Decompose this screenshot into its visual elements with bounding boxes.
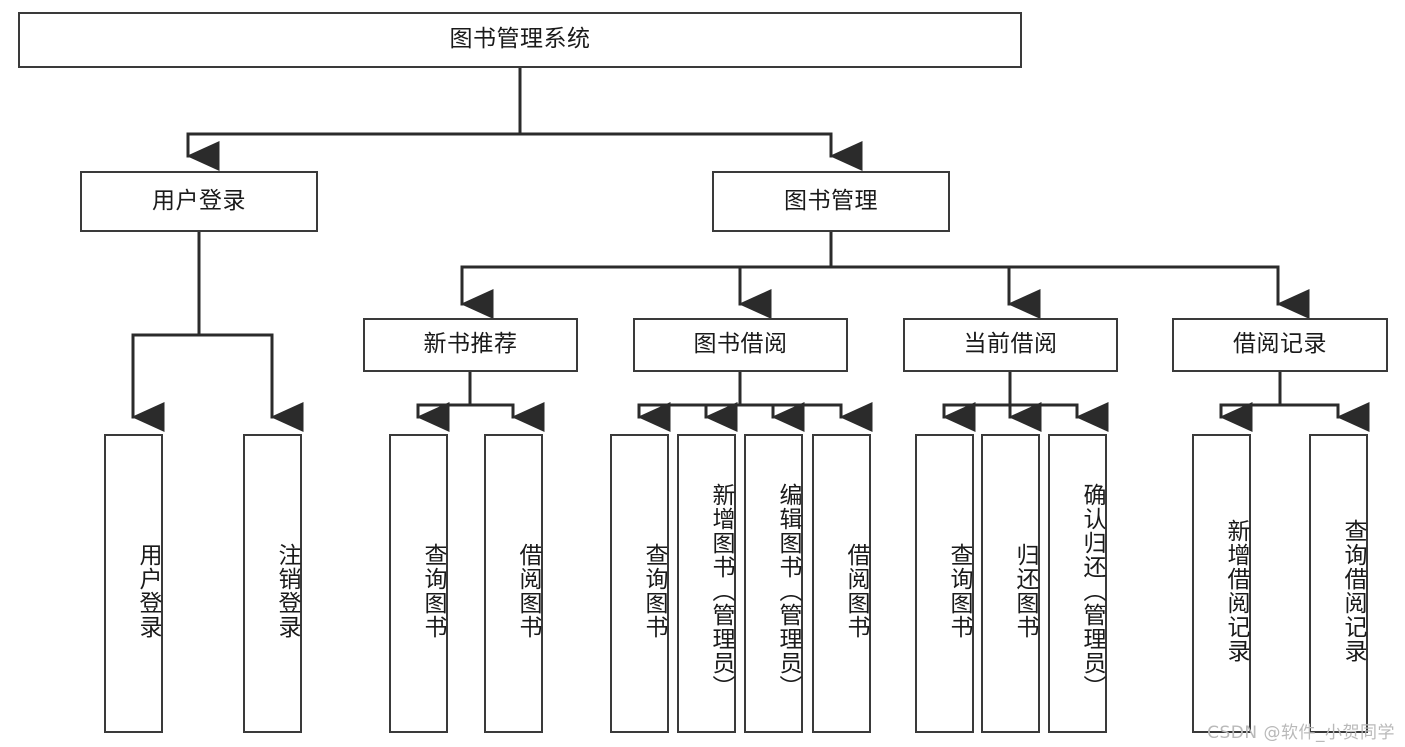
node-book-manage-label: 图书管理: [784, 187, 878, 214]
node-leaf-add-record-label: 新增借阅记录: [1223, 518, 1249, 663]
node-leaf-return-book[interactable]: 归还图书: [981, 434, 1040, 733]
node-leaf-user-login-label: 用户登录: [135, 542, 161, 639]
watermark-text: CSDN @软件_小贺同学: [1207, 723, 1395, 743]
node-leaf-query-book-2-label: 查询图书: [641, 542, 667, 639]
node-leaf-borrow-book-2[interactable]: 借阅图书: [812, 434, 871, 733]
node-leaf-query-book-1-label: 查询图书: [420, 542, 446, 639]
node-book-borrow-label: 图书借阅: [693, 331, 788, 358]
node-current-borrow[interactable]: 当前借阅: [903, 318, 1118, 372]
node-book-borrow[interactable]: 图书借阅: [633, 318, 848, 372]
node-root[interactable]: 图书管理系统: [18, 12, 1022, 68]
node-leaf-query-record-label: 查询借阅记录: [1340, 518, 1366, 663]
node-book-manage[interactable]: 图书管理: [712, 171, 950, 232]
node-leaf-query-book-3-label: 查询图书: [946, 542, 972, 639]
node-leaf-edit-book-label: 编辑图书（管理员）: [775, 482, 801, 699]
node-leaf-add-book[interactable]: 新增图书（管理员）: [677, 434, 736, 733]
node-leaf-confirm-return[interactable]: 确认归还（管理员）: [1048, 434, 1107, 733]
node-leaf-query-book-3[interactable]: 查询图书: [915, 434, 974, 733]
node-user-login[interactable]: 用户登录: [80, 171, 318, 232]
node-leaf-borrow-book-2-label: 借阅图书: [843, 542, 869, 639]
node-leaf-query-book-1[interactable]: 查询图书: [389, 434, 448, 733]
node-user-login-label: 用户登录: [152, 187, 246, 214]
node-leaf-edit-book[interactable]: 编辑图书（管理员）: [744, 434, 803, 733]
node-new-book-recommend[interactable]: 新书推荐: [363, 318, 578, 372]
node-borrow-record[interactable]: 借阅记录: [1172, 318, 1388, 372]
node-leaf-user-login[interactable]: 用户登录: [104, 434, 163, 733]
node-leaf-user-logout[interactable]: 注销登录: [243, 434, 302, 733]
node-new-book-recommend-label: 新书推荐: [423, 331, 518, 358]
node-leaf-confirm-return-label: 确认归还（管理员）: [1079, 482, 1105, 699]
node-borrow-record-label: 借阅记录: [1233, 331, 1327, 358]
node-leaf-user-logout-label: 注销登录: [274, 542, 300, 639]
connector-lines: [131, 66, 1370, 432]
node-leaf-add-book-label: 新增图书（管理员）: [708, 482, 734, 699]
node-leaf-borrow-book-1-label: 借阅图书: [515, 542, 541, 639]
node-leaf-query-record[interactable]: 查询借阅记录: [1309, 434, 1368, 733]
node-leaf-query-book-2[interactable]: 查询图书: [610, 434, 669, 733]
node-leaf-borrow-book-1[interactable]: 借阅图书: [484, 434, 543, 733]
node-root-label: 图书管理系统: [449, 26, 591, 53]
node-leaf-add-record[interactable]: 新增借阅记录: [1192, 434, 1251, 733]
node-leaf-return-book-label: 归还图书: [1012, 542, 1038, 639]
node-current-borrow-label: 当前借阅: [963, 331, 1058, 358]
